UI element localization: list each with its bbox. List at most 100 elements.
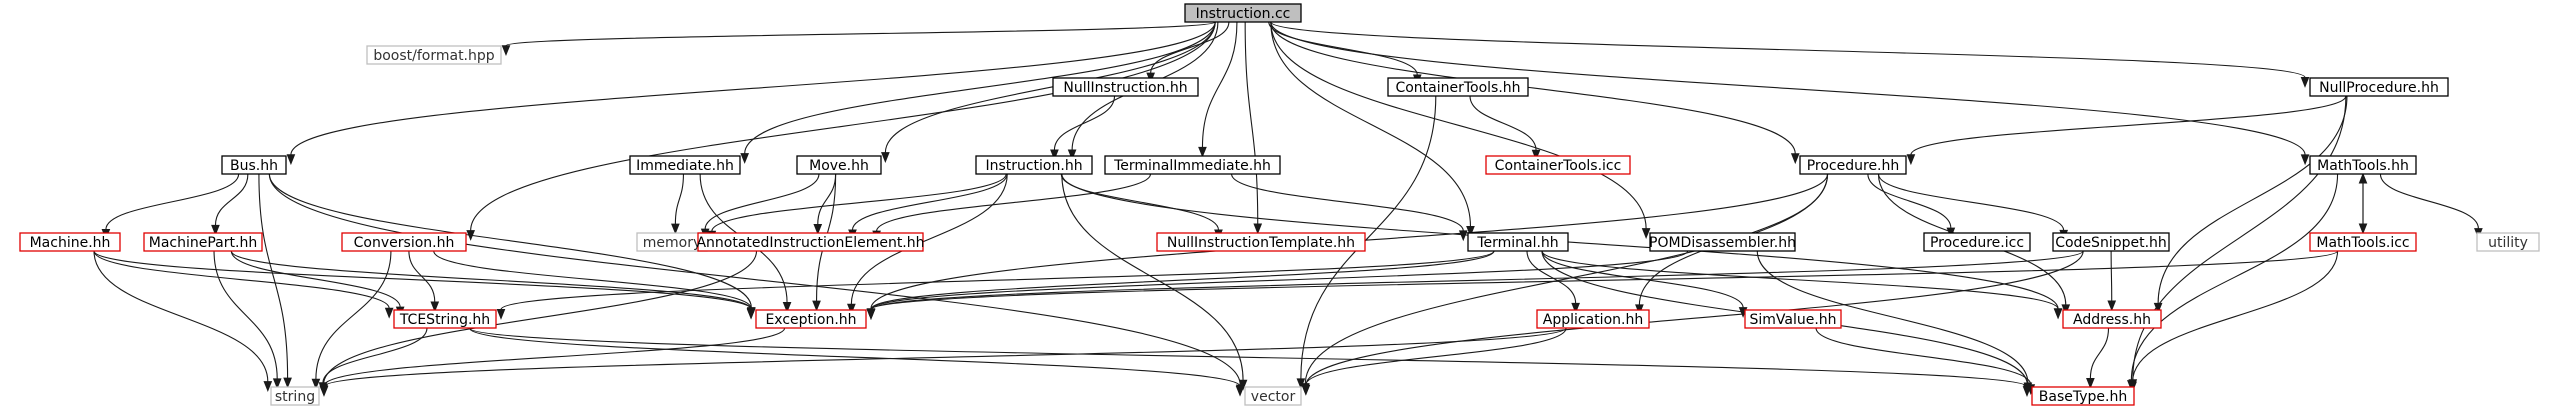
node-label: TerminalImmediate.hh [1113, 158, 1271, 174]
node-label: Procedure.icc [1930, 235, 2024, 251]
edge-machine_hh-to-string [93, 250, 273, 392]
edge-conversion_hh-to-tcestring_hh [408, 250, 440, 313]
node-mathtools-icc[interactable]: MathTools.icc [2309, 232, 2417, 252]
edge-instruction_cc-to-mathtools_hh [1270, 21, 2310, 166]
node-box [1485, 155, 1631, 175]
node-string: string [270, 386, 320, 406]
node-utility: utility [2476, 232, 2540, 252]
node-box [1387, 77, 1529, 97]
edge-application_hh-to-vector [1301, 327, 1567, 396]
node-application-hh[interactable]: Application.hh [1536, 309, 1650, 329]
node-nullinstructiontemplate-hh[interactable]: NullInstructionTemplate.hh [1156, 232, 1366, 252]
node-instruction-hh[interactable]: Instruction.hh [975, 155, 1093, 175]
node-tcestring-hh[interactable]: TCEString.hh [393, 309, 497, 329]
node-box [1799, 155, 1907, 175]
node-box [2476, 232, 2540, 252]
node-box [366, 45, 502, 65]
edge-terminal_hh-to-simvalue_hh [1541, 250, 1748, 318]
edge-instruction_cc-to-nullprocedure_hh [1270, 21, 2310, 88]
edge-application_hh-to-string [319, 327, 1567, 397]
node-box [1467, 232, 1569, 252]
node-box [2309, 232, 2417, 252]
edge-codesnippet_hh-to-address_hh [2107, 250, 2117, 312]
edge-tcestring_hh-to-vector [468, 327, 1245, 397]
node-containertools-icc[interactable]: ContainerTools.icc [1485, 155, 1631, 175]
edge-instruction_cc-to-pomdisassembler_hh [1270, 21, 1651, 240]
node-vector: vector [1244, 386, 1302, 406]
node-label: Address.hh [2073, 312, 2151, 328]
node-annotatedinstructionelement-hh[interactable]: AnnotatedInstructionElement.hh [696, 232, 925, 252]
node-boost-format: boost/format.hpp [366, 45, 502, 65]
node-nullinstruction-hh[interactable]: NullInstruction.hh [1052, 77, 1199, 97]
node-mathtools-hh[interactable]: MathTools.hh [2309, 155, 2417, 175]
node-simvalue-hh[interactable]: SimValue.hh [1744, 309, 1842, 329]
node-box [2052, 232, 2170, 252]
edge-move_hh-to-annotatedinstructionelement_hh [813, 173, 837, 235]
edge-terminalimmediate_hh-to-terminal_hh [1231, 173, 1468, 242]
node-terminal-hh[interactable]: Terminal.hh [1467, 232, 1569, 252]
node-exception-hh[interactable]: Exception.hh [755, 309, 867, 329]
edge-machine_hh-to-exception_hh [93, 250, 756, 320]
edge-move_hh-to-memory [700, 173, 820, 240]
node-label: NullInstructionTemplate.hh [1167, 235, 1355, 251]
node-nullprocedure-hh[interactable]: NullProcedure.hh [2309, 77, 2449, 97]
node-pomdisassembler-hh[interactable]: POMDisassembler.hh [1649, 232, 1796, 252]
node-conversion-hh[interactable]: Conversion.hh [341, 232, 467, 252]
node-box [2062, 309, 2162, 329]
node-immediate-hh[interactable]: Immediate.hh [629, 155, 741, 175]
edge-instruction_cc-to-move_hh [881, 21, 1216, 164]
edge-mathtools_hh-to-utility [2379, 173, 2483, 239]
node-box [2031, 386, 2135, 406]
edges-layer [93, 21, 2483, 398]
node-procedure-hh[interactable]: Procedure.hh [1799, 155, 1907, 175]
edge-instruction_hh-to-vector [1061, 173, 1248, 391]
node-basetype-hh[interactable]: BaseType.hh [2031, 386, 2135, 406]
edge-machinepart_hh-to-exception_hh [230, 250, 756, 320]
node-address-hh[interactable]: Address.hh [2062, 309, 2162, 329]
node-machine-hh[interactable]: Machine.hh [19, 232, 121, 252]
node-box [1536, 309, 1650, 329]
node-box [755, 309, 867, 329]
node-label: Terminal.hh [1476, 235, 1558, 251]
edge-nullprocedure_hh-to-address_hh [2153, 95, 2348, 314]
node-label: MachinePart.hh [149, 235, 257, 251]
node-codesnippet-hh[interactable]: CodeSnippet.hh [2052, 232, 2170, 252]
node-box [393, 309, 497, 329]
edge-conversion_hh-to-exception_hh [433, 250, 756, 319]
edge-instruction_cc-to-containertools_hh [1268, 21, 1422, 86]
node-box [19, 232, 121, 252]
node-box [629, 155, 741, 175]
node-label: memory [643, 235, 702, 251]
edge-exception_hh-to-string [319, 327, 786, 397]
edge-mathtools_hh-to-basetype_hh [2127, 173, 2339, 391]
node-label: MathTools.hh [2317, 158, 2409, 174]
node-containertools-hh[interactable]: ContainerTools.hh [1387, 77, 1529, 97]
node-machinepart-hh[interactable]: MachinePart.hh [143, 232, 263, 252]
node-box [1744, 309, 1842, 329]
node-label: AnnotatedInstructionElement.hh [696, 235, 924, 251]
node-label: NullProcedure.hh [2319, 80, 2439, 96]
node-bus-hh[interactable]: Bus.hh [221, 155, 287, 175]
edge-instruction_cc-to-procedure_hh [1270, 21, 1800, 165]
node-label: Instruction.hh [985, 158, 1082, 174]
node-box [1184, 3, 1302, 23]
node-box [796, 155, 882, 175]
edge-terminal_hh-to-address_hh [1541, 250, 2063, 320]
node-procedure-icc[interactable]: Procedure.icc [1923, 232, 2031, 252]
node-box [1156, 232, 1366, 252]
nodes-layer: Instruction.cc boost/format.hppBus.hhConv… [19, 3, 2540, 406]
edge-mathtools_icc-to-mathtools_hh [2358, 172, 2368, 234]
node-move-hh[interactable]: Move.hh [796, 155, 882, 175]
node-label: MathTools.icc [2316, 235, 2409, 251]
edge-tcestring_hh-to-basetype_hh [468, 327, 2032, 398]
node-box [1052, 77, 1199, 97]
node-label: Bus.hh [230, 158, 278, 174]
node-terminalimmediate-hh[interactable]: TerminalImmediate.hh [1104, 155, 1281, 175]
node-label: ContainerTools.icc [1495, 158, 1622, 174]
node-instruction-cc[interactable]: Instruction.cc [1184, 3, 1302, 23]
edge-nullinstruction_hh-to-instruction_hh [1050, 95, 1116, 161]
node-label: Immediate.hh [636, 158, 734, 174]
node-label: TCEString.hh [399, 312, 490, 328]
edge-instruction_hh-to-nullinstructiontemplate_hh [1060, 173, 1223, 241]
